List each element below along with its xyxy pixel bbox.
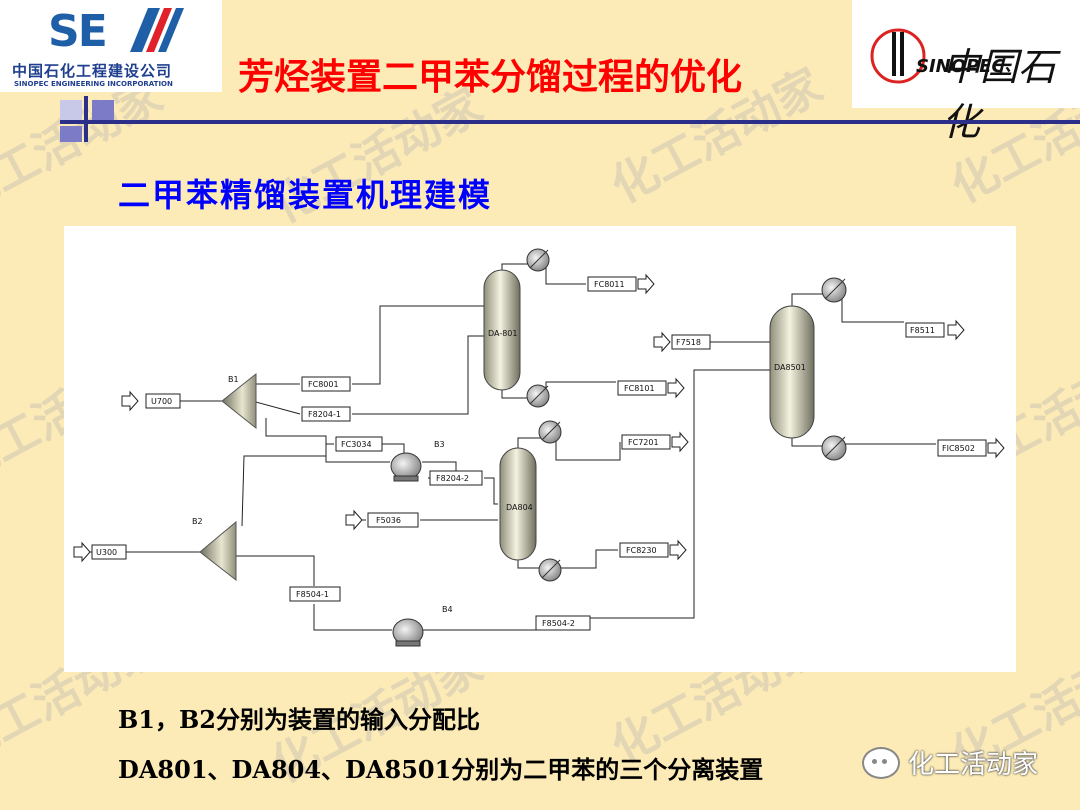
stream-label: U700 (151, 397, 172, 406)
equipment-label: DA8501 (774, 363, 806, 372)
stream-f5036: F5036 (345, 509, 419, 531)
reboiler-da8501-icon (821, 435, 847, 461)
equipment-label: DA804 (506, 503, 533, 512)
logo-mark: SE (48, 6, 108, 57)
stream-u300: U300 (73, 541, 127, 563)
stream-f8504-2: F8504-2 (535, 615, 591, 631)
wechat-account-tag: 化工活动家 (862, 744, 1038, 781)
column-da801: DA-801 (483, 269, 521, 391)
stream-label: U300 (96, 548, 117, 557)
stream-label: FC8101 (624, 384, 655, 393)
stream-label: F8504-2 (542, 619, 575, 628)
equipment-label: B3 (434, 440, 445, 449)
note-columns: DA801、DA804、DA8501分别为二甲苯的三个分离装置 (118, 755, 764, 784)
stream-label: F8204-2 (436, 474, 469, 483)
stream-f8204-2: F8204-2 (429, 470, 483, 486)
stream-label: FIC8502 (942, 444, 975, 453)
section-subtitle: 二甲苯精馏装置机理建模 (118, 176, 493, 214)
company-logo: SE 中国石化工程建设公司 SINOPEC ENGINEERING INCORP… (0, 0, 222, 92)
column-da8501: DA8501 (769, 305, 815, 439)
stream-fc8101: FC8101 (617, 377, 685, 399)
stream-label: F8504-1 (296, 590, 329, 599)
sinopec-brand: SINOPEC (916, 56, 1005, 77)
process-flow-diagram: U700 U300 FC8001 F8204-1 FC3034 F8204-2 … (64, 226, 1016, 672)
wechat-account-name: 化工活动家 (908, 750, 1039, 780)
equipment-label: DA-801 (488, 329, 517, 338)
stream-fc8011: FC8011 (587, 273, 655, 295)
splitter-b1: B1 (221, 372, 257, 430)
logo-cn-name: 中国石化工程建设公司 (12, 62, 173, 80)
stream-fc3034: FC3034 (335, 436, 383, 452)
stream-label: FC3034 (341, 440, 372, 449)
stream-label: F5036 (376, 516, 401, 525)
condenser-da804-icon (538, 420, 562, 444)
equipment-label: B4 (442, 605, 453, 614)
stream-label: FC8011 (594, 280, 625, 289)
stream-label: FC8230 (626, 546, 657, 555)
logo-stripes-icon (130, 8, 184, 52)
condenser-da801-icon (526, 248, 550, 272)
pump-b3: B3 (390, 440, 445, 482)
sinopec-logo: SINOPEC 中国石化 (852, 0, 1080, 144)
stream-label: F8511 (910, 326, 935, 335)
stream-f8204-1: F8204-1 (301, 406, 351, 422)
stream-label: FC8001 (308, 380, 339, 389)
heat-exchangers (526, 248, 847, 582)
logo-en-name: SINOPEC ENGINEERING INCORPORATION (14, 80, 173, 88)
page-title: 芳烃装置二甲苯分馏过程的优化 (238, 57, 743, 98)
stream-fc7201: FC7201 (621, 431, 689, 453)
stream-u700: U700 (121, 390, 181, 412)
stream-fc8001: FC8001 (301, 376, 351, 392)
stream-labels: U700 U300 FC8001 F8204-1 FC3034 F8204-2 … (73, 273, 1005, 631)
reboiler-da801-icon (526, 384, 550, 408)
note-splitters: B1，B2分别为装置的输入分配比 (118, 705, 480, 734)
splitter-b2: B2 (192, 517, 237, 582)
wechat-icon (862, 746, 900, 779)
stream-label: F8204-1 (308, 410, 341, 419)
stream-fic8502: FIC8502 (937, 437, 1005, 459)
diagram-background (64, 226, 1016, 672)
pump-b4: B4 (392, 605, 453, 647)
title-divider (60, 120, 1080, 124)
sinopec-emblem-icon (870, 28, 926, 84)
sinopec-cn-name: 中国石化 (942, 45, 1057, 144)
stream-label: F7518 (676, 338, 701, 347)
stream-f7518: F7518 (653, 331, 711, 353)
equipment-label: B2 (192, 517, 203, 526)
stream-label: FC7201 (628, 438, 659, 447)
decor-square (60, 100, 82, 120)
decor-square (92, 100, 114, 120)
stream-f8511: F8511 (905, 319, 965, 341)
column-da804: DA804 (499, 447, 537, 561)
stream-f8504-1: F8504-1 (289, 586, 341, 602)
decor-square (60, 126, 82, 142)
condenser-da8501-icon (821, 277, 847, 303)
stream-fc8230: FC8230 (619, 539, 687, 561)
equipment-label: B1 (228, 375, 239, 384)
reboiler-da804-icon (538, 558, 562, 582)
title-divider-vertical (84, 96, 88, 142)
